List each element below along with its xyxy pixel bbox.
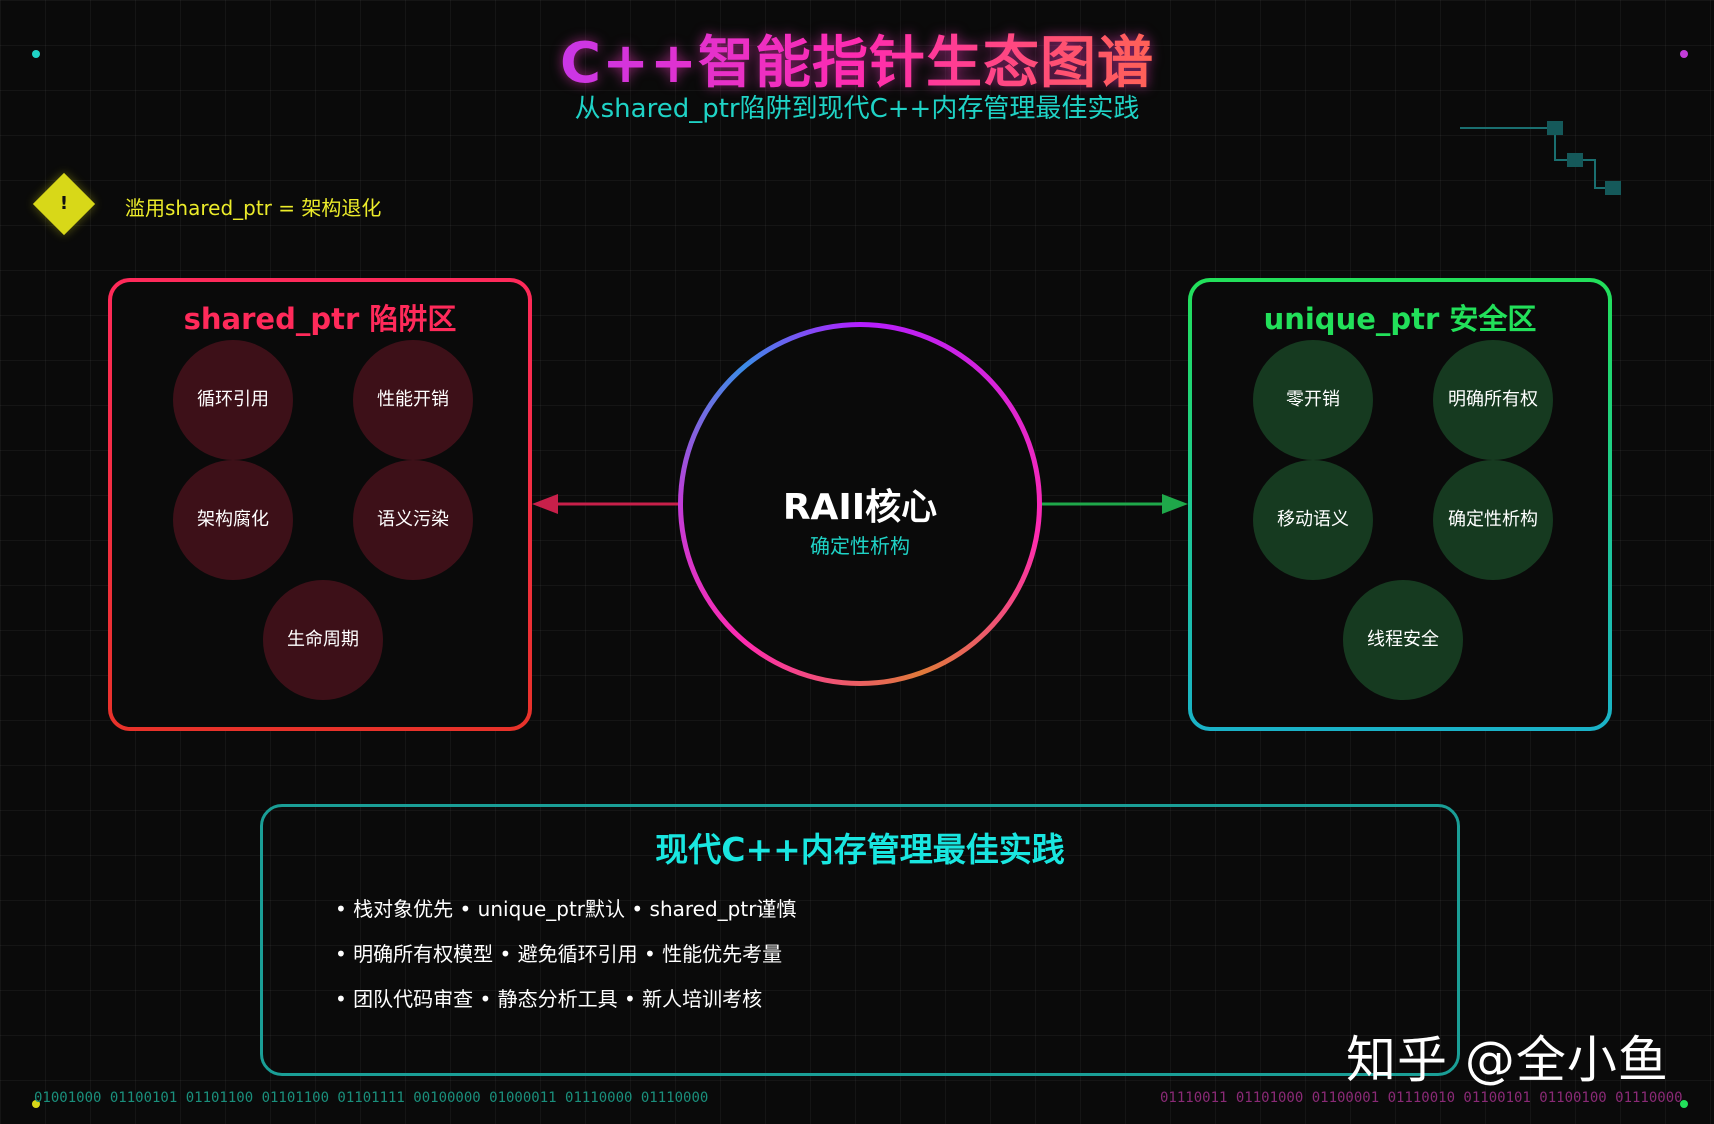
best-practice-panel: 现代C++内存管理最佳实践 • 栈对象优先 • unique_ptr默认 • s… [260, 804, 1460, 1076]
corner-dot-top-left [32, 50, 40, 58]
safe-thread-safety: 线程安全 [1343, 580, 1463, 700]
page-title: C++智能指针生态图谱 [0, 18, 1714, 99]
safe-move-semantics: 移动语义 [1253, 460, 1373, 580]
binary-strip-left: 01001000 01100101 01101100 01101100 0110… [34, 1090, 709, 1106]
trap-circular-reference: 循环引用 [173, 340, 293, 460]
best-practice-title: 现代C++内存管理最佳实践 [655, 830, 1065, 869]
warning-mark: ! [59, 193, 69, 214]
unique-zone-title: unique_ptr 安全区 [1263, 302, 1537, 336]
corner-dot-top-right [1680, 50, 1688, 58]
trap-lifetime: 生命周期 [263, 580, 383, 700]
unique-ptr-safe-zone: unique_ptr 安全区 零开销 明确所有权 移动语义 确定性析构 线程安全 [1188, 278, 1612, 731]
corner-dot-bottom-left [32, 1100, 40, 1108]
arrow-to-shared-zone [532, 494, 678, 514]
shared-zone-title: shared_ptr 陷阱区 [183, 302, 457, 336]
best-practice-line: • 栈对象优先 • unique_ptr默认 • shared_ptr谨慎 [335, 897, 797, 921]
page-subtitle: 从shared_ptr陷阱到现代C++内存管理最佳实践 [574, 94, 1140, 124]
warning-text: 滥用shared_ptr = 架构退化 [125, 196, 382, 220]
trap-performance-overhead: 性能开销 [353, 340, 473, 460]
trap-semantic-pollution: 语义污染 [353, 460, 473, 580]
zhihu-watermark: 知乎 @全小鱼 [1346, 1031, 1669, 1089]
corner-dot-bottom-right [1680, 1100, 1688, 1108]
binary-strip-right: 01110011 01101000 01100001 01110010 0110… [1160, 1090, 1683, 1106]
raii-core-center [683, 327, 1037, 681]
safe-zero-overhead: 零开销 [1253, 340, 1373, 460]
best-practice-line: • 团队代码审查 • 静态分析工具 • 新人培训考核 [335, 987, 763, 1011]
best-practice-line: • 明确所有权模型 • 避免循环引用 • 性能优先考量 [335, 942, 783, 966]
arrow-to-unique-zone [1042, 494, 1188, 514]
safe-clear-ownership: 明确所有权 [1433, 340, 1553, 460]
shared-ptr-trap-zone: shared_ptr 陷阱区 循环引用 性能开销 架构腐化 语义污染 生命周期 [108, 278, 532, 731]
raii-core-subtitle: 确定性析构 [810, 534, 910, 558]
raii-core-title: RAII核心 [782, 487, 938, 528]
trap-architecture-decay: 架构腐化 [173, 460, 293, 580]
safe-deterministic-destruction: 确定性析构 [1433, 460, 1553, 580]
circuit-decoration [1460, 121, 1621, 195]
